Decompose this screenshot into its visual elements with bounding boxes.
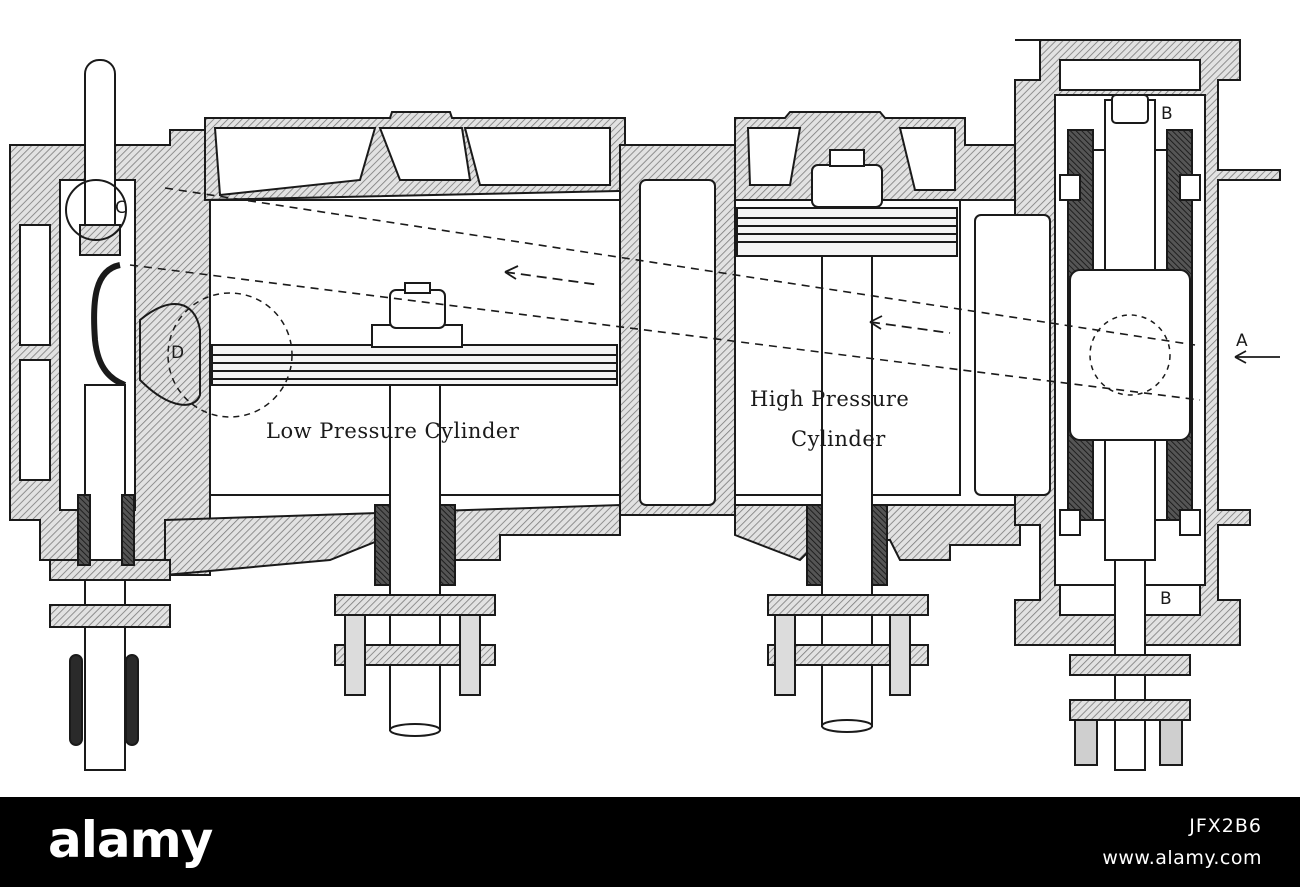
brand-logo: alamy bbox=[48, 811, 213, 869]
flow-arrows bbox=[504, 265, 1280, 364]
label-d: D bbox=[171, 343, 185, 363]
right-dashed-circle bbox=[1089, 314, 1171, 396]
label-b-bottom: B bbox=[1160, 589, 1172, 609]
low-pressure-label: Low Pressure Cylinder bbox=[266, 419, 520, 443]
steam-cylinder-diagram: Low Pressure Cylinder High Pressure Cyli… bbox=[9, 39, 1281, 771]
steam-flow-lines bbox=[129, 187, 1201, 401]
lp-piston bbox=[211, 282, 618, 386]
high-pressure-label-line2: Cylinder bbox=[791, 427, 886, 451]
right-piston-valve bbox=[1059, 94, 1201, 771]
left-exhaust-passage bbox=[19, 224, 51, 346]
lp-top-cavity-right bbox=[463, 127, 611, 186]
hp-top-cavity bbox=[746, 127, 802, 186]
right-top-cap bbox=[1059, 59, 1201, 91]
hp-gland bbox=[767, 504, 929, 696]
middle-port bbox=[639, 179, 716, 506]
valve-c-circle bbox=[65, 179, 127, 241]
watermark-banner: alamy JFX2B6 www.alamy.com bbox=[0, 797, 1300, 887]
lp-top-cavity-left bbox=[213, 127, 377, 197]
site-url: www.alamy.com bbox=[1102, 847, 1262, 869]
left-valve-rod bbox=[49, 59, 171, 771]
diagram-svg bbox=[9, 39, 1281, 771]
left-exhaust-passage-2 bbox=[19, 359, 51, 481]
label-b-top: B bbox=[1161, 104, 1173, 124]
hp-side-port bbox=[974, 214, 1051, 496]
port-d-dashed-circle bbox=[167, 292, 293, 418]
valve-d-curve bbox=[139, 303, 201, 406]
high-pressure-label-line1: High Pressure bbox=[750, 387, 910, 411]
image-id: JFX2B6 bbox=[1189, 815, 1262, 837]
hp-piston bbox=[736, 149, 958, 257]
lp-gland bbox=[334, 504, 496, 696]
label-c: C bbox=[115, 198, 127, 218]
hp-top-cavity-right bbox=[898, 127, 956, 191]
lp-cover-boss bbox=[378, 127, 472, 181]
label-a: A bbox=[1236, 331, 1248, 351]
